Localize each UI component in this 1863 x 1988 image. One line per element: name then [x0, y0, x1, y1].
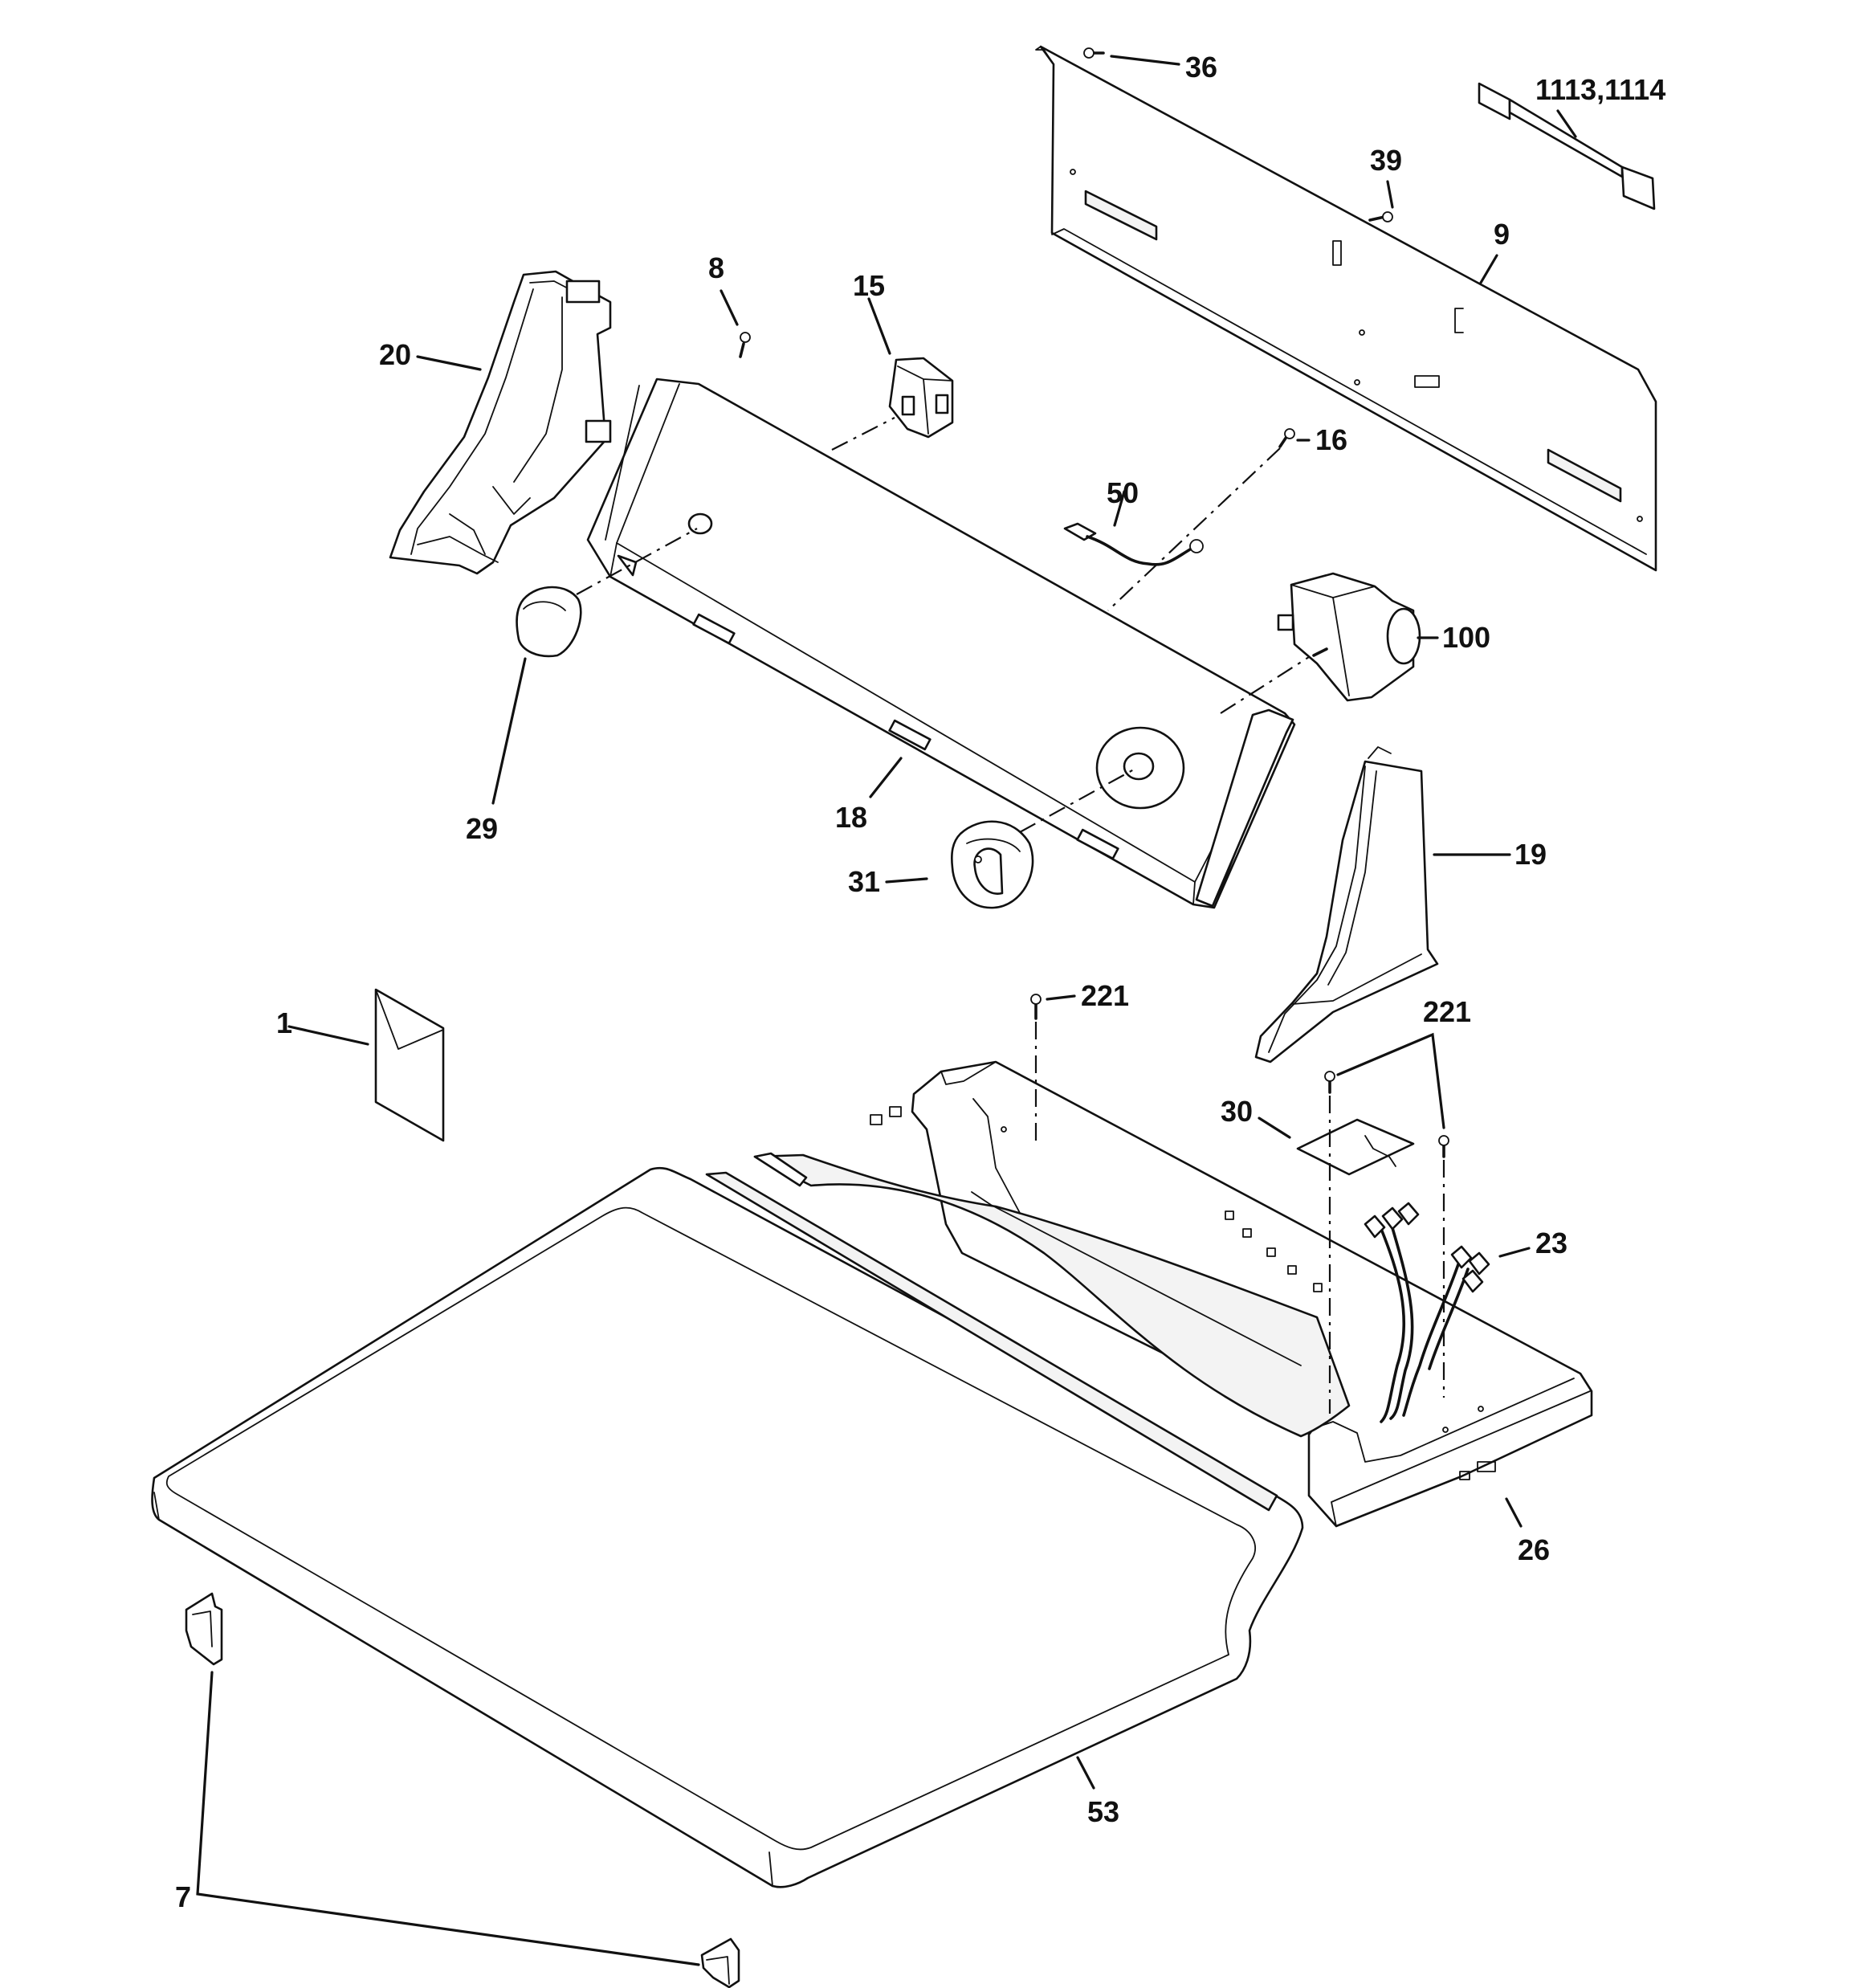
part-31-knob: [951, 820, 1034, 909]
callout-30: 30: [1221, 1095, 1253, 1128]
part-221-screw-right-a: [1324, 1071, 1335, 1094]
callout-7: 7: [175, 1880, 191, 1913]
callout-15: 15: [853, 269, 885, 302]
part-23-wire-harness: [1364, 1202, 1490, 1423]
part-15-switch: [888, 357, 954, 439]
part-18-console: [586, 378, 1296, 909]
assembly-lines: [576, 417, 1445, 1414]
part-16-screw: [1278, 428, 1295, 448]
callout-31: 31: [848, 865, 880, 898]
part-50-wire-lead: [1063, 522, 1204, 566]
part-9-rear-panel: [1035, 45, 1657, 572]
callout-19: 19: [1514, 838, 1547, 871]
callout-1: 1: [276, 1006, 292, 1039]
part-221-screw-right-b: [1438, 1135, 1449, 1158]
callout-18: 18: [835, 801, 867, 834]
part-100-timer: [1277, 572, 1421, 702]
part-7-clip-upper: [185, 1592, 223, 1666]
callout-8: 8: [708, 251, 724, 284]
callout-53: 53: [1087, 1795, 1119, 1828]
part-8-screw: [739, 332, 751, 358]
leader-lines: [196, 55, 1577, 1966]
callout-1113-1114: 1113,1114: [1535, 73, 1665, 106]
part-39-screw: [1368, 211, 1393, 222]
callout-39: 39: [1370, 144, 1402, 177]
callout-23: 23: [1535, 1227, 1567, 1259]
callout-labels: 36 1113,1114 39 9 15 8 20 16 50 100 29 1…: [175, 51, 1665, 1913]
part-1-literature: [374, 988, 445, 1142]
callout-36: 36: [1185, 51, 1217, 84]
callout-100: 100: [1442, 621, 1490, 654]
part-19-right-endcap: [1254, 746, 1439, 1063]
callout-50: 50: [1107, 476, 1139, 509]
part-221-screw-left: [1030, 994, 1042, 1020]
callout-221-right: 221: [1423, 995, 1471, 1028]
part-30-cover-plate: [1296, 1118, 1415, 1176]
part-29-knob: [516, 586, 582, 658]
callout-20: 20: [379, 338, 411, 371]
callout-221-left: 221: [1081, 979, 1129, 1012]
part-7-clip-lower: [700, 1937, 740, 1988]
part-26-support: [753, 1060, 1593, 1528]
part-20-left-endcap: [389, 270, 612, 575]
part-36-screw: [1083, 47, 1105, 59]
callout-16: 16: [1315, 423, 1347, 456]
part-1113-1114-strap: [1478, 82, 1656, 210]
callout-26: 26: [1518, 1533, 1550, 1566]
callout-9: 9: [1494, 218, 1510, 251]
callout-29: 29: [466, 812, 498, 845]
part-53-top-cover: [151, 1166, 1304, 1888]
